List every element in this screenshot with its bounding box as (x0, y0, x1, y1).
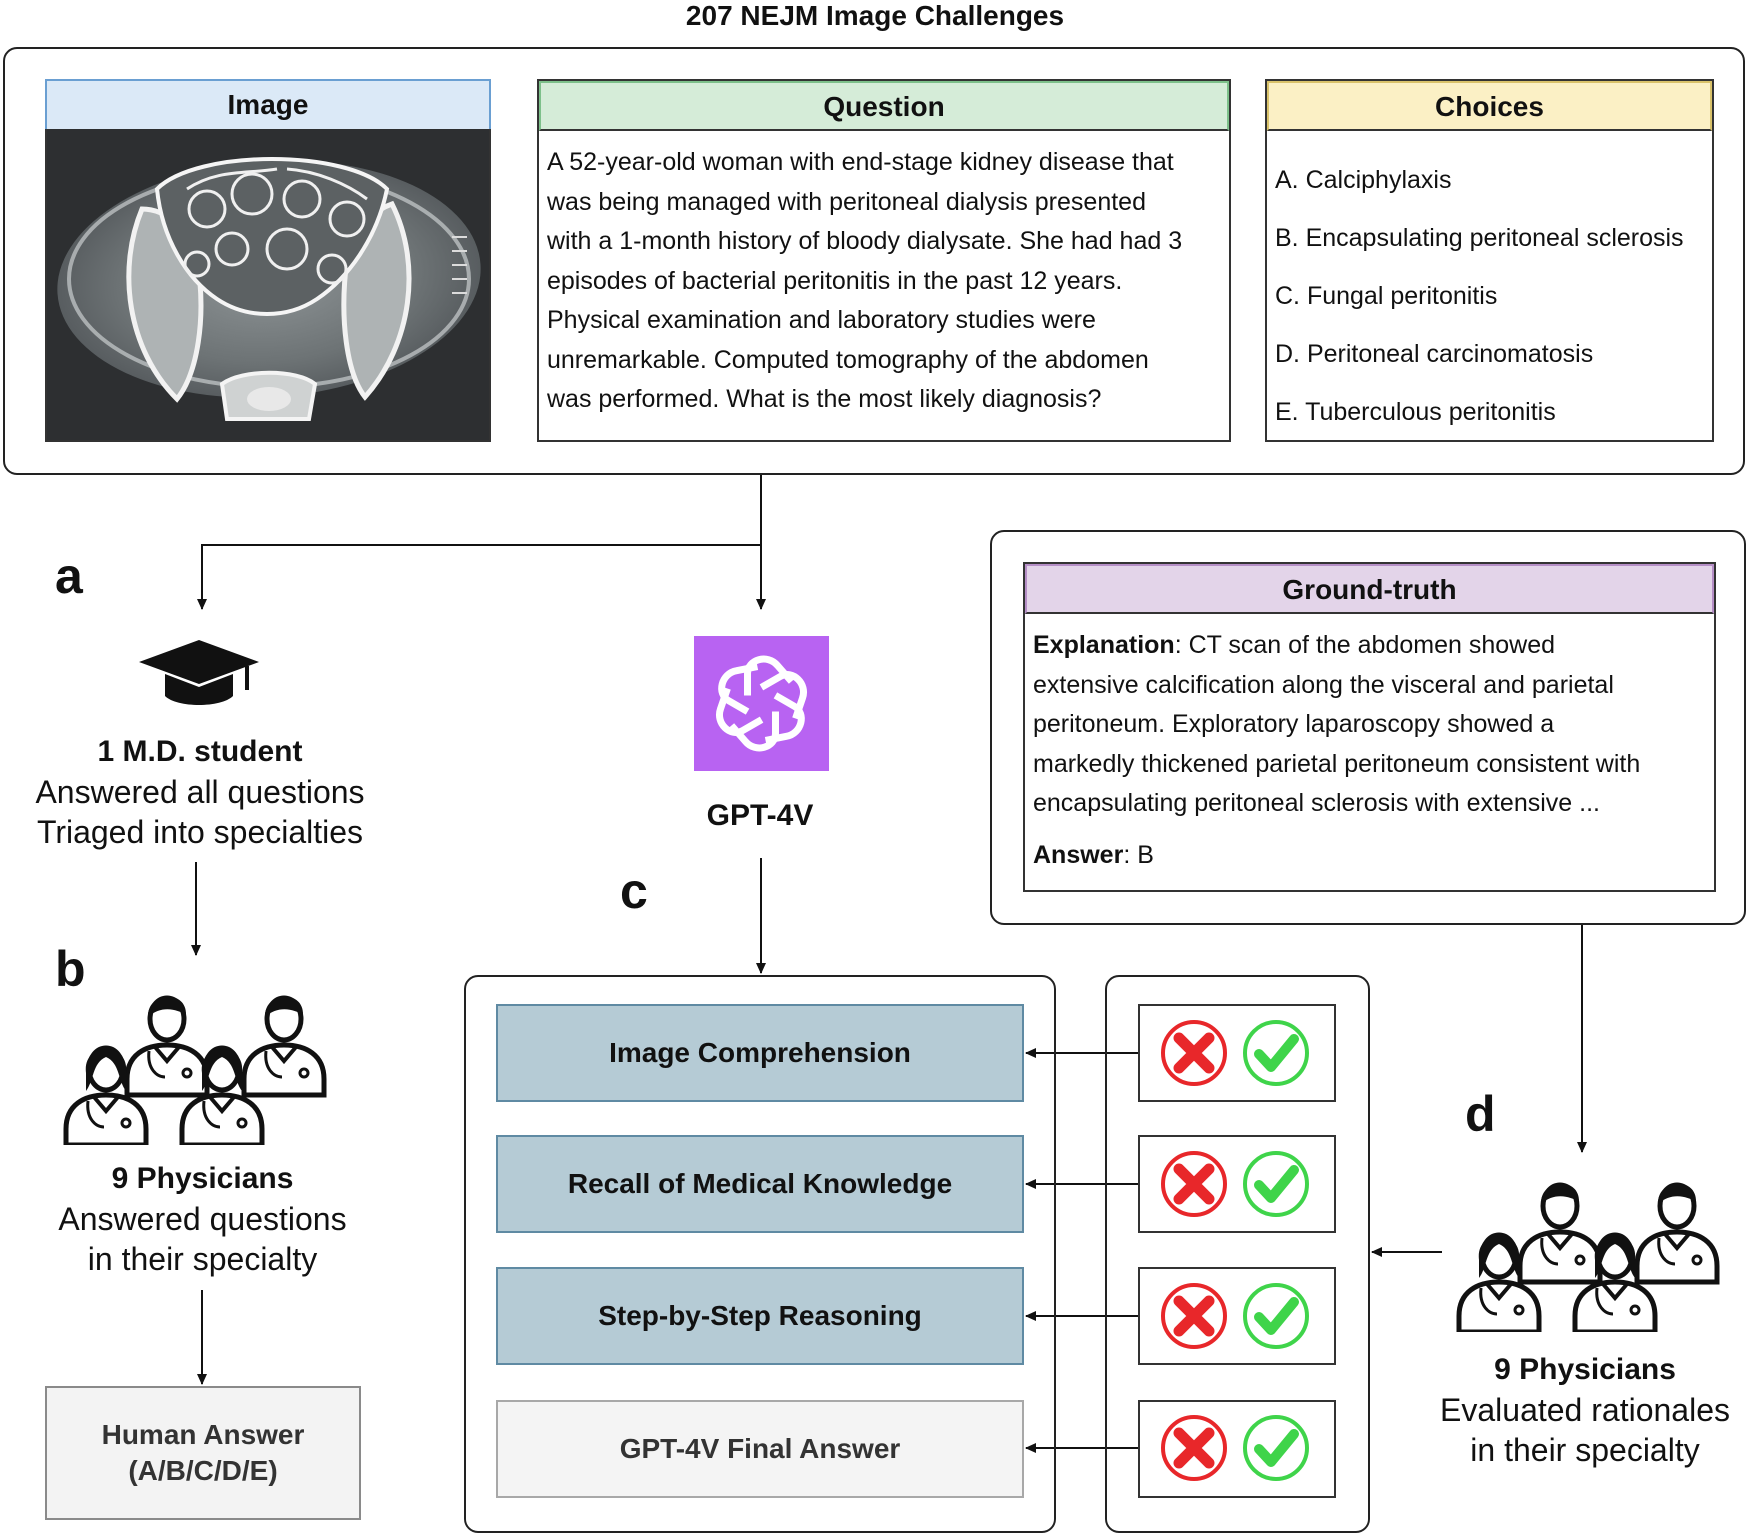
evaluation-steps-frame (464, 975, 1056, 1533)
figure-title: 207 NEJM Image Challenges (685, 0, 1065, 31)
cross-mark-icon (1161, 1020, 1227, 1086)
question-line: episodes of bacterial peritonitis in the… (547, 266, 1123, 295)
image-panel: Image (45, 79, 491, 442)
label-c: c (620, 863, 648, 919)
answer-label: Answer (1033, 840, 1124, 869)
ground-truth-header: Ground-truth (1025, 564, 1714, 614)
question-line: Physical examination and laboratory stud… (547, 306, 1096, 334)
student-title: 1 M.D. student (97, 735, 303, 768)
physicians-group-icon (1456, 1182, 1720, 1332)
ground-truth-body: Explanation: CT scan of the abdomen show… (1025, 614, 1714, 875)
answer-value: : B (1123, 840, 1154, 869)
choices-list: A. Calciphylaxis B. Encapsulating perito… (1267, 131, 1712, 441)
graduation-cap-icon (139, 640, 259, 705)
arrow-to-student (197, 544, 761, 610)
ct-scan-image (45, 129, 491, 442)
check-mark-icon (1243, 1020, 1309, 1086)
check-mark-icon (1243, 1415, 1309, 1481)
explanation-line: : CT scan of the abdomen showed (1174, 631, 1556, 659)
physicians-right-line-1: Evaluated rationales (1440, 1392, 1730, 1428)
physicians-left-title: 9 Physicians (111, 1162, 294, 1195)
human-answer-box: Human Answer (A/B/C/D/E) (45, 1386, 361, 1520)
ratings-frame (1105, 975, 1370, 1533)
question-line: A 52-year-old woman with end-stage kidne… (547, 148, 1174, 176)
cross-mark-icon (1161, 1151, 1227, 1217)
label-d: d (1465, 1086, 1496, 1142)
physicians-left-line-1: Answered questions (58, 1201, 347, 1237)
choices-panel-header: Choices (1267, 81, 1712, 131)
step-reasoning: Step-by-Step Reasoning (496, 1267, 1024, 1365)
question-line: was being managed with peritoneal dialys… (547, 187, 1146, 216)
explanation-line: markedly thickened parietal peritoneum c… (1033, 749, 1641, 778)
choice-item: B. Encapsulating peritoneal sclerosis (1275, 224, 1684, 252)
choices-panel: Choices A. Calciphylaxis B. Encapsulatin… (1265, 79, 1714, 442)
question-line: was performed. What is the most likely d… (547, 385, 1102, 413)
question-panel-header: Question (539, 81, 1229, 131)
student-line-1: Answered all questions (35, 774, 365, 810)
choice-item: E. Tuberculous peritonitis (1275, 398, 1556, 426)
cross-mark-icon (1161, 1283, 1227, 1349)
question-text: A 52-year-old woman with end-stage kidne… (539, 131, 1229, 420)
check-mark-icon (1243, 1151, 1309, 1217)
check-mark-icon (1243, 1283, 1309, 1349)
step-final-answer: GPT-4V Final Answer (496, 1400, 1024, 1498)
explanation-label: Explanation (1033, 631, 1175, 659)
choice-item: A. Calciphylaxis (1275, 166, 1452, 194)
gpt-label: GPT-4V (706, 799, 814, 832)
choice-item: C. Fungal peritonitis (1275, 282, 1498, 310)
ground-truth-frame (990, 530, 1746, 925)
cross-mark-icon (1161, 1415, 1227, 1481)
step-image-comprehension: Image Comprehension (496, 1004, 1024, 1102)
challenge-frame (3, 47, 1745, 475)
student-caption: 1 M.D. student Answered all questions Tr… (0, 730, 400, 852)
image-panel-header: Image (45, 79, 491, 129)
physicians-left-line-2: in their specialty (87, 1241, 318, 1277)
explanation-line: peritoneum. Exploratory laparoscopy show… (1033, 710, 1555, 738)
question-panel: Question A 52-year-old woman with end-st… (537, 79, 1231, 442)
openai-logo-icon (694, 636, 829, 771)
explanation-line: encapsulating peritoneal sclerosis with … (1033, 789, 1600, 817)
physicians-right-line-2: in their specialty (1470, 1432, 1700, 1468)
human-answer-line-1: Human Answer (101, 1419, 305, 1450)
question-line: with a 1-month history of bloody dialysa… (547, 227, 1183, 255)
ground-truth-panel: Ground-truth Explanation: CT scan of the… (1023, 562, 1716, 892)
label-b: b (55, 941, 86, 997)
label-a: a (55, 548, 83, 604)
physicians-right-caption: 9 Physicians Evaluated rationales in the… (1375, 1348, 1750, 1470)
step-recall-knowledge: Recall of Medical Knowledge (496, 1135, 1024, 1233)
physicians-left-caption: 9 Physicians Answered questions in their… (0, 1157, 405, 1279)
physicians-group-icon (63, 995, 327, 1145)
question-line: unremarkable. Computed tomography of the… (547, 345, 1149, 374)
explanation-line: extensive calcification along the viscer… (1033, 670, 1614, 699)
student-line-2: Triaged into specialties (36, 814, 364, 850)
choice-item: D. Peritoneal carcinomatosis (1275, 340, 1594, 368)
physicians-right-title: 9 Physicians (1494, 1353, 1676, 1386)
human-answer-line-2: (A/B/C/D/E) (128, 1455, 278, 1486)
